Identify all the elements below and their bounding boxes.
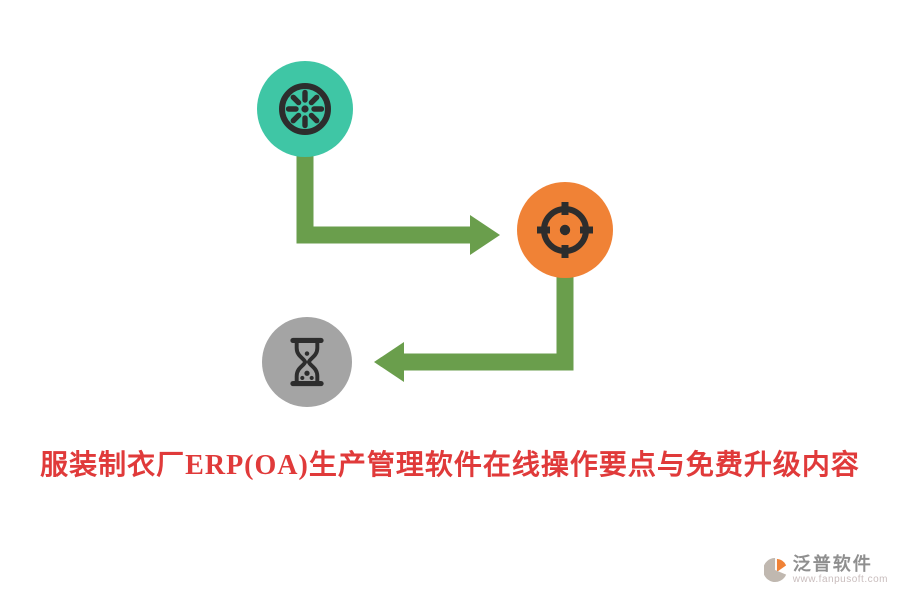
- watermark: 泛普软件 www.fanpusoft.com: [763, 554, 888, 586]
- watermark-brand: 泛普软件: [792, 554, 873, 574]
- node-hourglass: [262, 317, 352, 407]
- watermark-url: www.fanpusoft.com: [792, 574, 888, 585]
- arrow-kiwi-to-target: [296, 150, 500, 255]
- watermark-text: 泛普软件 www.fanpusoft.com: [793, 554, 888, 586]
- node-kiwi: [257, 61, 353, 157]
- arrow-target-to-hourglass: [374, 274, 574, 382]
- page-title: 服装制衣厂ERP(OA)生产管理软件在线操作要点与免费升级内容: [40, 450, 860, 481]
- kiwi-slice-icon: [279, 83, 331, 135]
- hourglass-icon: [290, 337, 324, 387]
- node-target: [517, 182, 613, 278]
- target-icon: [537, 202, 593, 258]
- fanpu-logo-icon: [763, 558, 786, 582]
